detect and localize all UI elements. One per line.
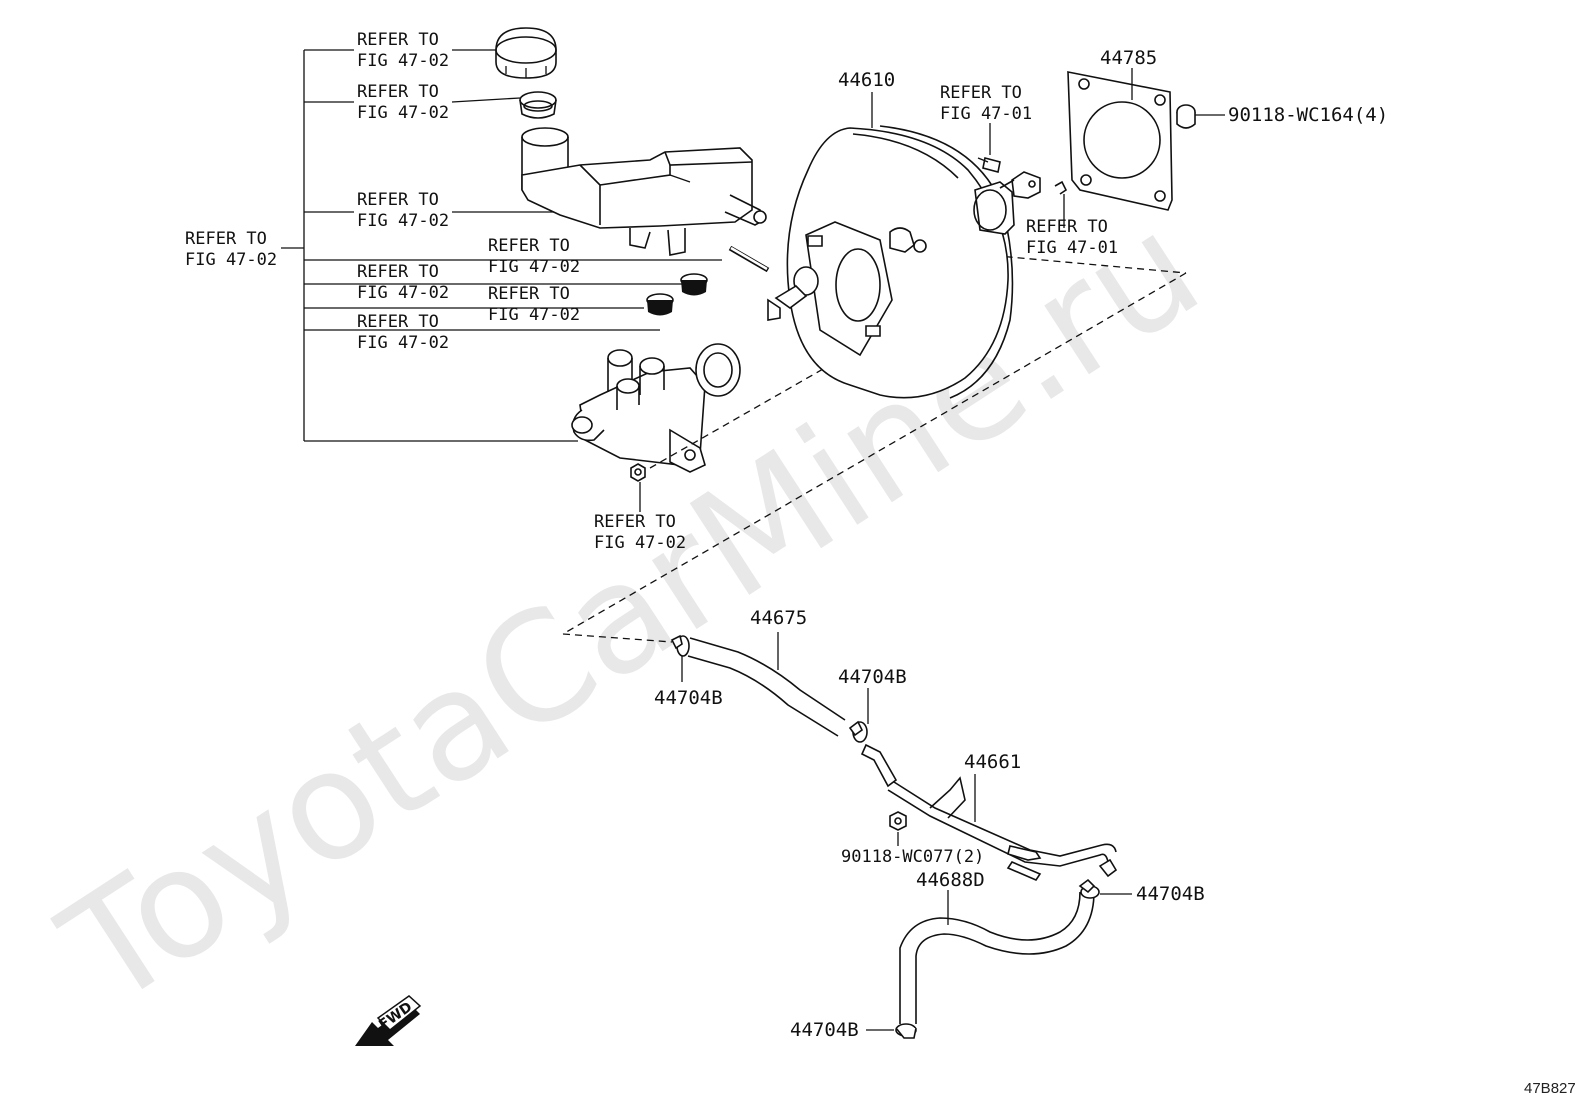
grommet bbox=[646, 293, 674, 316]
brake-booster bbox=[767, 125, 1041, 399]
vacuum-hose-upper bbox=[687, 632, 846, 737]
clevis-pin bbox=[977, 157, 1001, 173]
watermark: ToyotaCarMine.ru bbox=[34, 181, 1229, 1041]
vacuum-pipe bbox=[860, 743, 1118, 881]
refer-label: FIG 47-02 bbox=[488, 305, 580, 325]
master-cylinder bbox=[571, 343, 741, 473]
reservoir-cap bbox=[495, 27, 557, 79]
part-number-clamp: 44704B bbox=[790, 1019, 859, 1041]
reservoir-tank bbox=[521, 127, 767, 256]
alignment-line bbox=[562, 633, 673, 643]
refer-label: REFER TO bbox=[1026, 217, 1108, 237]
fwd-arrow-icon: FWD bbox=[355, 995, 422, 1046]
refer-label: FIG 47-02 bbox=[185, 250, 277, 270]
refer-label: REFER TO bbox=[357, 30, 439, 50]
part-number-nut: 90118-WC077(2) bbox=[841, 847, 984, 867]
refer-label: REFER TO bbox=[357, 82, 439, 102]
refer-bracket-lines bbox=[281, 49, 722, 442]
master-cylinder-nut bbox=[630, 463, 646, 512]
alignment-line bbox=[562, 272, 1187, 635]
clip bbox=[1054, 180, 1068, 228]
alignment-line bbox=[909, 247, 1187, 274]
alignment-line bbox=[649, 340, 873, 469]
refer-label: FIG 47-02 bbox=[488, 257, 580, 277]
vacuum-hose-lower bbox=[899, 890, 1095, 1024]
refer-label: REFER TO bbox=[357, 312, 439, 332]
hose-clamp bbox=[670, 634, 690, 682]
part-number-hose-upper: 44675 bbox=[750, 607, 807, 629]
refer-label: REFER TO bbox=[185, 229, 267, 249]
part-number-booster: 44610 bbox=[838, 69, 895, 91]
refer-label: FIG 47-01 bbox=[940, 104, 1032, 124]
refer-label: REFER TO bbox=[357, 262, 439, 282]
part-number-gasket: 44785 bbox=[1100, 47, 1157, 69]
refer-label: REFER TO bbox=[940, 83, 1022, 103]
refer-label: REFER TO bbox=[488, 236, 570, 256]
part-number-clamp: 44704B bbox=[838, 666, 907, 688]
refer-label: REFER TO bbox=[357, 190, 439, 210]
part-number-hose-lower: 44688D bbox=[916, 869, 985, 891]
part-number-nut: 90118-WC164(4) bbox=[1228, 104, 1388, 126]
reservoir-pin bbox=[728, 245, 770, 273]
grommet bbox=[680, 273, 708, 296]
reservoir-strainer bbox=[519, 91, 557, 119]
refer-label: FIG 47-02 bbox=[594, 533, 686, 553]
refer-label: FIG 47-02 bbox=[357, 211, 449, 231]
refer-label: FIG 47-01 bbox=[1026, 238, 1118, 258]
refer-label: FIG 47-02 bbox=[357, 283, 449, 303]
flange-nut bbox=[889, 811, 907, 846]
refer-label: FIG 47-02 bbox=[357, 103, 449, 123]
refer-label: REFER TO bbox=[488, 284, 570, 304]
refer-label: REFER TO bbox=[594, 512, 676, 532]
part-number-clamp: 44704B bbox=[1136, 883, 1205, 905]
part-number-pipe: 44661 bbox=[964, 751, 1021, 773]
part-number-clamp: 44704B bbox=[654, 687, 723, 709]
hose-clamp bbox=[1078, 878, 1132, 899]
hose-clamp bbox=[866, 1023, 917, 1039]
figure-reference: 47B827 bbox=[1524, 1080, 1576, 1097]
refer-label: FIG 47-02 bbox=[357, 51, 449, 71]
hose-clamp bbox=[848, 688, 869, 743]
refer-label: FIG 47-02 bbox=[357, 333, 449, 353]
booster-gasket bbox=[1067, 71, 1173, 211]
flange-nut bbox=[1176, 104, 1225, 129]
